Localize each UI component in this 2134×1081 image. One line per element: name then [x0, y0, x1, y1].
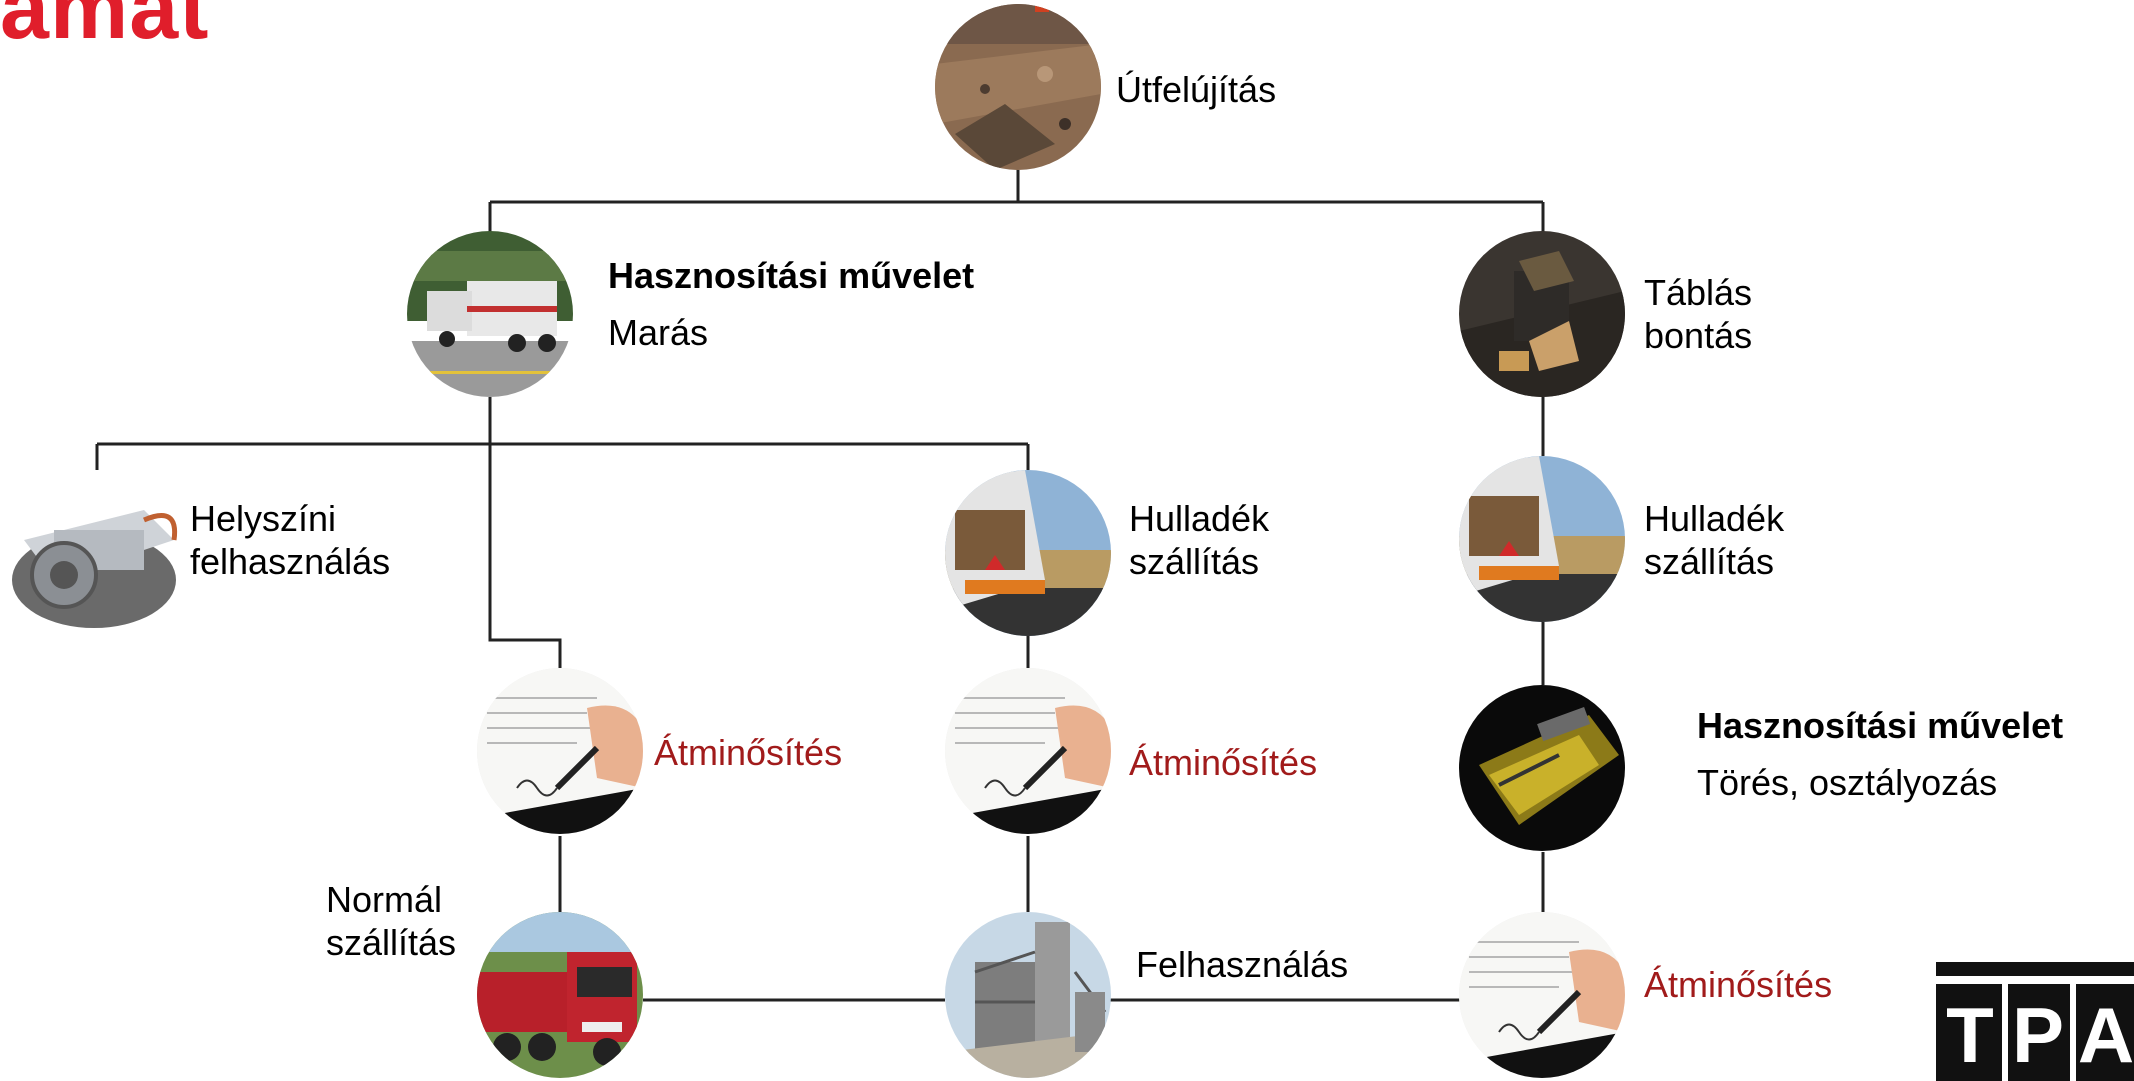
tpa-logo-letter-1: T — [1946, 991, 1994, 1079]
asphalt-plant-photo — [945, 912, 1111, 1078]
onsite-use-line1: Helyszíni — [190, 498, 337, 539]
waste-transport-label-mid: Hulladék szállítás — [1129, 497, 1269, 583]
reclassification-photo-left — [477, 668, 643, 834]
tpa-logo-letter-3: A — [2078, 991, 2134, 1079]
dump-truck-photo — [477, 912, 643, 1078]
usage-label: Felhasználás — [1136, 944, 1349, 985]
slab-demolition-line2: bontás — [1644, 315, 1753, 356]
waste-truck-photo-right — [1459, 456, 1625, 622]
waste-transport-right-line1: Hulladék — [1644, 498, 1785, 539]
reclassification-label-right: Átminősítés — [1644, 964, 1833, 1005]
milling-machine-photo — [407, 231, 573, 397]
crushing-plant-photo — [1459, 685, 1625, 851]
page-title-fragment: amat — [0, 0, 210, 57]
road-renovation-label: Útfelújítás — [1116, 69, 1277, 110]
connector-maras-split — [95, 397, 1030, 668]
onsite-use-label: Helyszíni felhasználás — [190, 497, 390, 583]
reclassification-label-left: Átminősítés — [654, 732, 843, 773]
crushing-label: Hasznosítási művelet Törés, osztályozás — [1697, 704, 2063, 804]
waste-transport-label-right: Hulladék szállítás — [1644, 497, 1784, 583]
crushing-title: Hasznosítási művelet — [1697, 705, 2064, 746]
milling-subtitle: Marás — [608, 312, 709, 353]
milling-title: Hasznosítási művelet — [608, 255, 975, 296]
waste-transport-right-line2: szállítás — [1644, 541, 1775, 582]
connector-top-split — [488, 170, 1545, 233]
onsite-use-line2: felhasználás — [190, 541, 391, 582]
reclassification-label-mid: Átminősítés — [1129, 742, 1318, 783]
reclassification-photo-mid — [945, 668, 1111, 834]
slab-demolition-line1: Táblás — [1644, 272, 1753, 313]
road-renovation-photo — [935, 4, 1101, 170]
onsite-recycler-photo — [12, 470, 180, 636]
normal-transport-label: Normál szállítás — [326, 878, 456, 964]
slab-demolition-label: Táblás bontás — [1644, 271, 1752, 357]
waste-transport-mid-line1: Hulladék — [1129, 498, 1270, 539]
tpa-logo-letter-2: P — [2012, 991, 2064, 1079]
slab-demolition-photo — [1459, 231, 1625, 397]
tpa-logo: T P A — [1936, 962, 2134, 1081]
normal-transport-line1: Normál — [326, 879, 443, 920]
waste-transport-mid-line2: szállítás — [1129, 541, 1260, 582]
crushing-subtitle: Törés, osztályozás — [1697, 762, 1998, 803]
reclassification-photo-right — [1459, 912, 1625, 1078]
normal-transport-line2: szállítás — [326, 922, 457, 963]
waste-truck-photo-mid — [945, 470, 1111, 636]
milling-label: Hasznosítási művelet Marás — [608, 254, 974, 354]
